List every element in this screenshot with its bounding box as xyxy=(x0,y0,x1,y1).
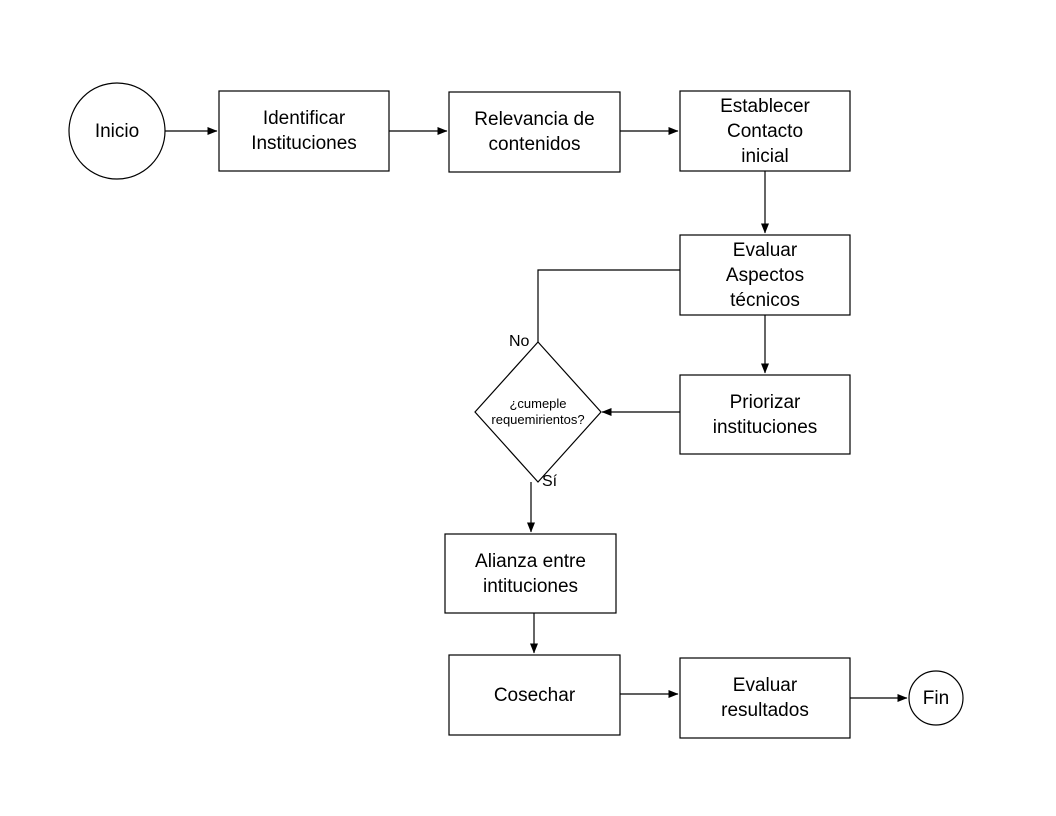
node-priorizar-shape[interactable] xyxy=(679,374,851,455)
node-fin-shape[interactable] xyxy=(908,670,964,726)
node-contacto-shape[interactable] xyxy=(679,90,851,172)
node-alianza-shape[interactable] xyxy=(444,533,617,614)
node-shape-layer xyxy=(68,82,964,739)
edge-decision-aspectos-no xyxy=(537,269,680,342)
node-resultados-shape[interactable] xyxy=(679,657,851,739)
node-aspectos-shape[interactable] xyxy=(679,234,851,316)
node-inicio-shape[interactable] xyxy=(68,82,166,180)
node-identificar-shape[interactable] xyxy=(218,90,390,172)
node-cosechar-shape[interactable] xyxy=(448,654,621,736)
node-relevancia-shape[interactable] xyxy=(448,91,621,173)
node-decision-shape[interactable] xyxy=(474,341,602,483)
edge-layer xyxy=(165,127,908,702)
